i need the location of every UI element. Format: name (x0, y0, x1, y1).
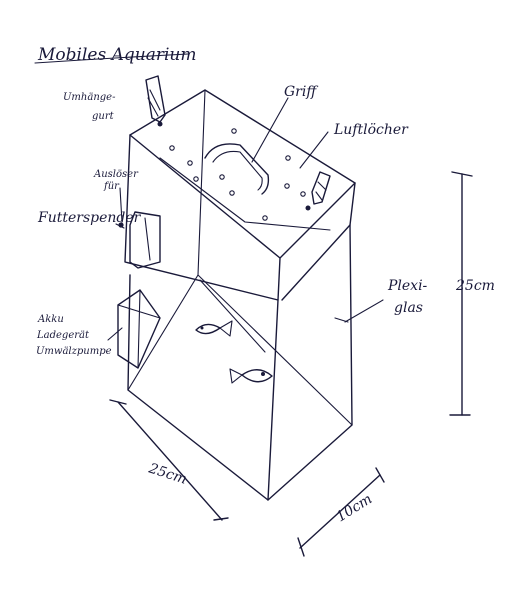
air-holes (169, 128, 306, 221)
air-hole (284, 183, 290, 189)
label-plexiglas-1: Plexi- (387, 278, 428, 294)
strap-right-rivet (305, 205, 311, 211)
title-underline (34, 53, 189, 64)
feeder-box (129, 211, 161, 269)
leader-luftloecher (299, 131, 329, 169)
label-plexiglas-2: glas (394, 300, 423, 316)
strap-left-hatch (147, 89, 161, 117)
tank-front-face (127, 274, 279, 501)
label-luftloecher: Luftlöcher (333, 122, 409, 138)
leader-griff (251, 97, 289, 163)
air-hole (193, 176, 199, 182)
inner-lid-line (159, 157, 331, 231)
tank-side-face (267, 224, 353, 501)
strap-left-rivet (157, 121, 163, 127)
label-umhaengegurt-2: gurt (92, 111, 115, 122)
inner-diagonal-line (199, 279, 266, 353)
leader-futterspender (115, 223, 125, 229)
depth-tick-right (375, 467, 385, 483)
leader-ausloeser (119, 187, 123, 223)
strap-right-hatch (315, 181, 327, 201)
air-hole (262, 215, 268, 221)
dimension-depth-label: 10cm (334, 491, 375, 525)
label-akku-3: Umwälzpumpe (36, 346, 112, 357)
air-hole (169, 145, 175, 151)
air-hole (285, 155, 291, 161)
depth-tick-left (297, 537, 305, 557)
aquarium-box (117, 75, 356, 501)
lid-top-face (129, 89, 356, 259)
fish-icon (229, 368, 273, 384)
handle-outer (204, 143, 270, 195)
air-hole (229, 190, 235, 196)
label-ausloeser-1: Auslöser (93, 169, 139, 180)
feeder-edge (144, 217, 151, 261)
lid-side-face (281, 182, 356, 301)
label-akku-1: Akku (37, 314, 64, 325)
width-tick-right (213, 517, 229, 521)
width-dimension-line (117, 401, 223, 521)
depth-dimension-line (299, 474, 381, 549)
leader-plexiglas (344, 299, 384, 323)
width-tick-left (109, 399, 127, 405)
air-hole (231, 128, 237, 134)
label-griff: Griff (284, 84, 318, 100)
back-bottom-edge (197, 274, 353, 426)
battery-box (117, 289, 161, 369)
strap-right (311, 171, 331, 205)
air-hole (219, 174, 225, 180)
air-hole (300, 191, 306, 197)
label-akku-2: Ladegerät (36, 330, 90, 341)
fish-icon (195, 320, 233, 337)
battery-box-edges (117, 289, 161, 369)
strap-left (145, 75, 166, 123)
label-umhaengegurt-1: Umhänge- (63, 92, 116, 103)
air-hole (187, 160, 193, 166)
label-futterspender: Futterspender (37, 210, 142, 226)
handle-inner (212, 150, 263, 191)
height-top-tick (451, 171, 473, 177)
back-vertical-edge (127, 89, 206, 391)
leader-akku (107, 327, 123, 341)
label-ausloeser-2: für (103, 181, 120, 192)
dimension-height-label: 25cm (455, 278, 495, 294)
dimension-width-label: 25cm (146, 460, 189, 488)
